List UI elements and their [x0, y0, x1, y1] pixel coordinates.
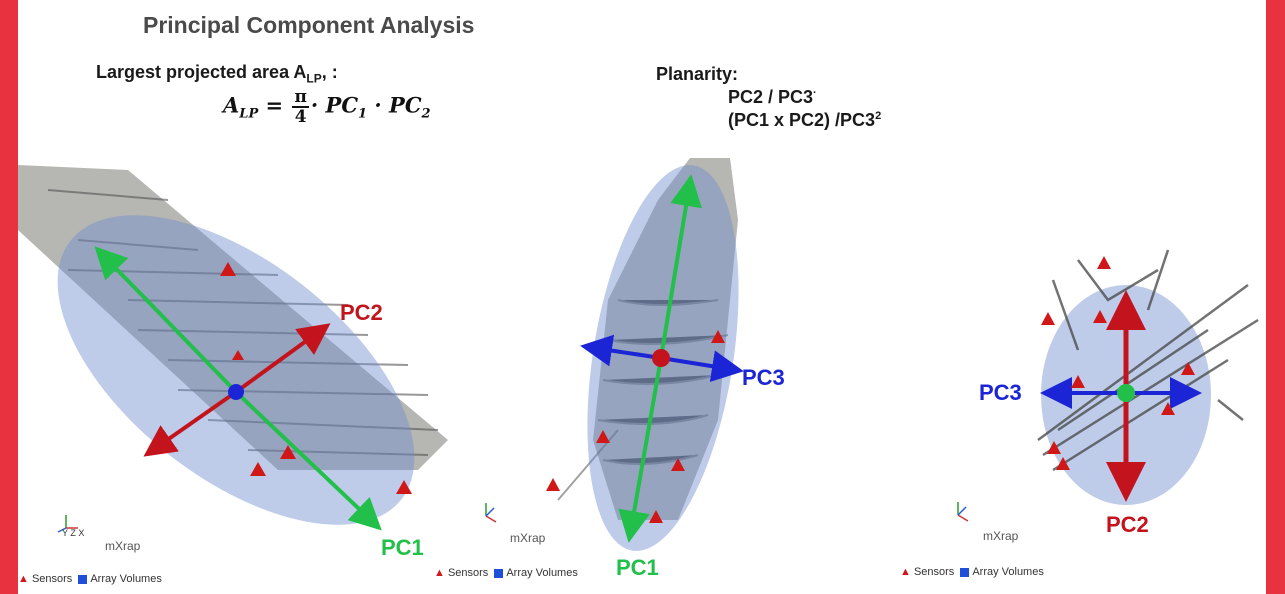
axes-icon [485, 503, 497, 523]
planarity-line2: (PC1 x PC2) /PC32 [728, 110, 882, 130]
brand-label-3: mXrap [983, 529, 1019, 543]
pc1-arrow-end [234, 390, 382, 531]
sensor-markers [546, 330, 725, 523]
pc2-arrow [234, 323, 331, 394]
axes-icon [57, 515, 78, 533]
axes-label-1: Y Z X [62, 528, 85, 538]
page-title: Principal Component Analysis [143, 12, 475, 38]
panel1-pc2-label: PC2 [340, 300, 383, 325]
planarity-line1: PC2 / PC3· [728, 87, 817, 107]
drift-lines [557, 299, 729, 501]
pc2-arrow-end [143, 390, 238, 457]
panel3-pc3-label: PC3 [979, 380, 1022, 405]
drift-lines [1037, 249, 1259, 472]
panel2-pc1-label: PC1 [616, 555, 659, 580]
panel-3 [957, 249, 1259, 522]
pc3-arrow [660, 350, 744, 383]
array-volume-square-icon [78, 574, 88, 584]
planarity-title: Planarity: [656, 64, 739, 84]
centroid [228, 384, 244, 400]
panel-1 [18, 165, 448, 533]
panel1-pc1-label: PC1 [381, 535, 424, 560]
sensor-markers [1041, 256, 1195, 470]
array-volume-square-icon [494, 568, 504, 578]
pc3-arrow-end [580, 334, 662, 367]
slide: Principal Component Analysis Largest pro… [18, 0, 1266, 594]
panel2-pc3-label: PC3 [742, 365, 785, 390]
pc1-arrow [94, 246, 238, 394]
pca-ellipse [57, 215, 415, 525]
centroid [1117, 384, 1135, 402]
pc1-arrow-end [618, 357, 663, 543]
brand-label-2: mXrap [510, 531, 546, 545]
sensor-markers [220, 262, 412, 494]
axes-icon [957, 502, 969, 522]
brand-label-1: mXrap [105, 539, 141, 553]
largest-area-label: Largest projected area ALP, : [96, 62, 338, 86]
panel-2 [485, 158, 744, 551]
sensor-triangle-icon: ▲ [18, 573, 29, 585]
array-volume-square-icon [960, 567, 970, 577]
centroid [652, 349, 670, 367]
pc1-arrow [659, 174, 702, 359]
sensor-triangle-icon: ▲ [900, 566, 911, 578]
pca-diagram [18, 158, 1259, 551]
sensor-triangle-icon: ▲ [434, 567, 445, 579]
panel3-pc2-label: PC2 [1106, 512, 1149, 537]
